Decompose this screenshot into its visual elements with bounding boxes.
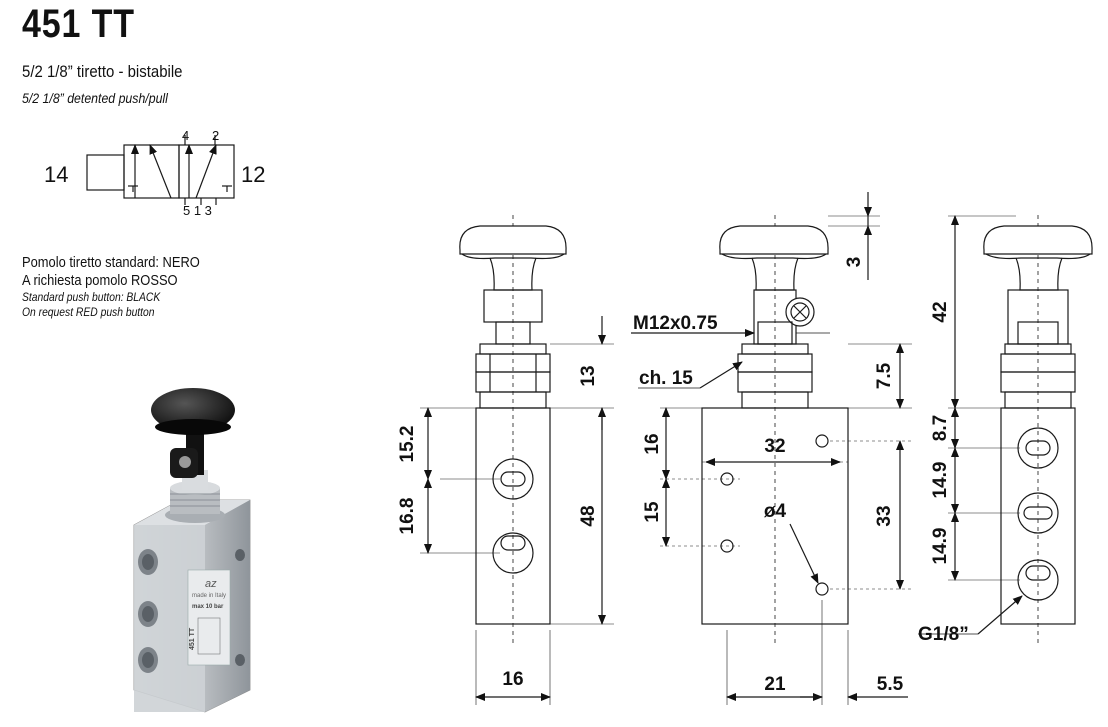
product-title: 451 TT <box>22 2 135 46</box>
note-it-standard: Pomolo tiretto standard: NERO <box>22 254 200 271</box>
note-it-request: A richiesta pomolo ROSSO <box>22 272 178 289</box>
port-12-label: 12 <box>241 162 265 187</box>
photo-brand: az <box>205 578 217 590</box>
note-en-standard: Standard push button: BLACK <box>22 290 161 304</box>
photo-max-pressure: max 10 bar <box>192 604 224 610</box>
side-view <box>631 192 912 705</box>
dim-front-height: 48 <box>578 505 599 526</box>
port-bottom-labels: 5 1 3 <box>183 203 212 218</box>
dim-side-14-9-a: 14.9 <box>930 462 951 499</box>
dim-hole-diameter: ø4 <box>764 501 787 522</box>
dim-body-offset: 7.5 <box>874 362 895 389</box>
photo-made-in: made in Italy <box>192 593 226 599</box>
subtitle-english: 5/2 1/8” detented push/pull <box>22 90 168 106</box>
dim-front-nut: 13 <box>578 365 599 386</box>
dim-port-thread: G1/8” <box>918 624 969 645</box>
dim-mount-spacing: 15 <box>642 501 663 523</box>
dim-thread: M12x0.75 <box>633 313 718 334</box>
dim-bottom-21: 21 <box>764 674 786 695</box>
dim-side-14-9-b: 14.9 <box>930 528 951 565</box>
dim-side-8-7: 8.7 <box>930 415 951 441</box>
dim-mount-width: 32 <box>764 436 785 457</box>
subtitle-italian: 5/2 1/8” tiretto - bistabile <box>22 62 183 81</box>
port-2-label: 2 <box>212 128 219 143</box>
dim-front-upper: 15.2 <box>397 426 418 463</box>
dim-knob-travel: 3 <box>844 257 865 268</box>
product-photo: az made in Italy max 10 bar 451 TT <box>133 388 251 713</box>
dim-bottom-5-5: 5.5 <box>877 674 904 695</box>
photo-model: 451 TT <box>189 627 196 650</box>
rear-view <box>918 215 1093 645</box>
dim-front-width: 16 <box>502 669 523 690</box>
port-4-label: 4 <box>182 128 189 143</box>
dim-front-lower: 16.8 <box>397 498 418 535</box>
dim-mount-top: 16 <box>642 433 663 454</box>
valve-symbol <box>86 135 235 205</box>
dim-side-42: 42 <box>930 301 951 322</box>
dim-wrench: ch. 15 <box>639 368 693 389</box>
front-view <box>420 215 614 705</box>
note-en-request: On request RED push button <box>22 305 155 319</box>
button-color-notes: Pomolo tiretto standard: NERO A richiest… <box>22 254 200 320</box>
port-14-label: 14 <box>44 162 68 187</box>
dim-mount-height: 33 <box>874 505 895 526</box>
